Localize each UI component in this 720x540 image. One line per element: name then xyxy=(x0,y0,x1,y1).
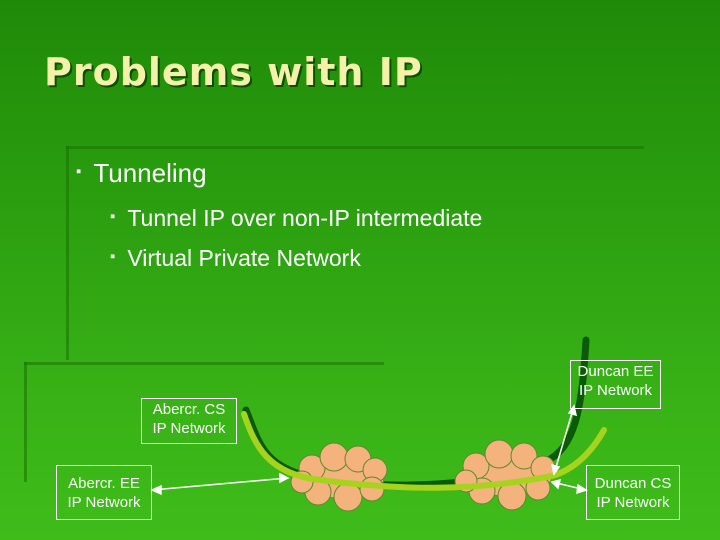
tunnel-light-curve xyxy=(241,411,607,491)
arrowhead-icon xyxy=(150,484,162,496)
bullet-list: ▪ Tunneling ▪ Tunnel IP over non-IP inte… xyxy=(76,156,482,278)
sub-bullet-text: Virtual Private Network xyxy=(127,245,361,271)
square-bullet-icon: ▪ xyxy=(110,208,116,225)
network-box-duncan-cs: Duncan CS IP Network xyxy=(586,465,680,520)
sub-bullet-item: ▪ Tunnel IP over non-IP intermediate xyxy=(110,198,482,238)
link-duncan-ee xyxy=(553,405,575,475)
link-abercr-ee xyxy=(151,477,289,491)
bullet-item-tunneling: ▪ Tunneling ▪ Tunnel IP over non-IP inte… xyxy=(76,156,482,278)
square-bullet-icon: ▪ xyxy=(110,248,116,265)
sub-bullet-item: ▪ Virtual Private Network xyxy=(110,238,482,278)
cloud-icon xyxy=(290,442,388,512)
sub-bullet-text: Tunnel IP over non-IP intermediate xyxy=(127,205,483,231)
decor-line-left2 xyxy=(24,362,27,482)
arrowhead-icon xyxy=(279,472,290,484)
bullet-text: Tunneling xyxy=(93,158,207,188)
cloud-icon xyxy=(454,439,556,511)
slide-title: Problems with IP xyxy=(44,50,423,94)
square-bullet-icon: ▪ xyxy=(76,163,82,180)
arrowhead-icon xyxy=(550,463,561,476)
sub-bullet-list: ▪ Tunnel IP over non-IP intermediate ▪ V… xyxy=(76,198,482,278)
decor-line-top xyxy=(66,146,644,149)
network-box-abercr-ee: Abercr. EE IP Network xyxy=(56,465,152,520)
bullet-row: ▪ Tunneling xyxy=(76,156,482,190)
network-box-abercr-cs: Abercr. CS IP Network xyxy=(141,398,237,444)
arrowhead-icon xyxy=(550,478,562,490)
decor-line-mid xyxy=(24,362,384,365)
decor-line-left xyxy=(66,146,69,360)
arrowhead-icon xyxy=(576,483,588,495)
network-box-duncan-ee: Duncan EE IP Network xyxy=(570,360,661,409)
